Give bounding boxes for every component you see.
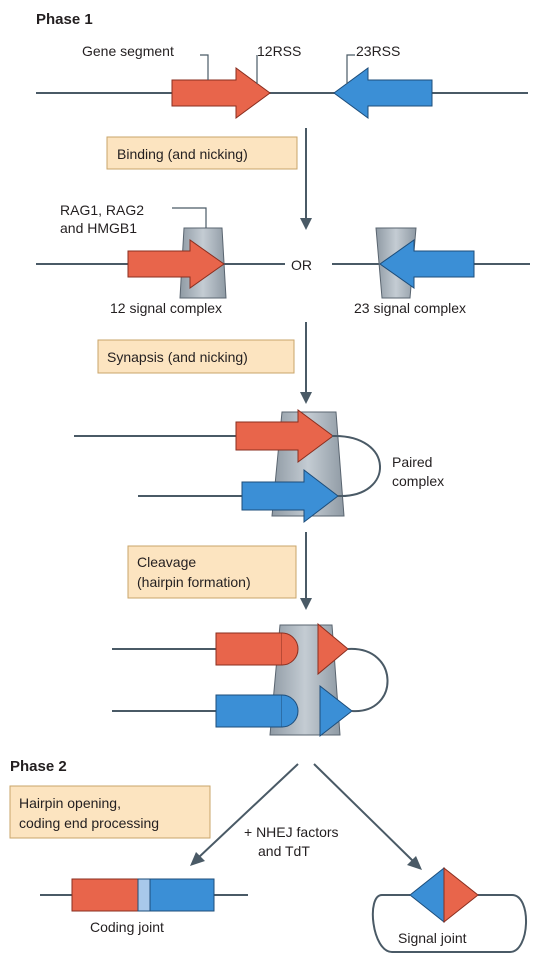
rss12-label: 12RSS — [257, 43, 301, 59]
or-label: OR — [291, 257, 312, 273]
coding-joint-red — [71, 878, 139, 912]
signal-joint-blue — [409, 866, 445, 924]
phase2-title: Phase 2 — [10, 758, 67, 775]
step-box-synapsis — [97, 339, 295, 374]
signal-joint — [371, 866, 527, 953]
step-binding-label: Binding (and nicking) — [117, 146, 248, 162]
coding-joint-insert — [137, 878, 151, 912]
coding-end-blue — [215, 694, 283, 728]
signal-complex-12-label: 12 signal complex — [110, 300, 222, 316]
signal-joint-red — [443, 866, 479, 924]
rss23-arrow-23 — [379, 239, 475, 289]
coding-joint-blue — [149, 878, 215, 912]
signal-complex-12 — [36, 207, 285, 299]
step-hairpin-line1: Hairpin opening, — [19, 795, 121, 811]
hairpin-complex — [112, 622, 389, 738]
paired-label-line2: complex — [392, 473, 444, 489]
initial-dna-strand — [36, 54, 528, 119]
paired-label-line1: Paired — [392, 454, 432, 470]
step-box-cleavage — [127, 545, 297, 599]
coding-end-red — [215, 632, 283, 666]
step-cleavage-line2: (hairpin formation) — [137, 574, 251, 590]
step-synapsis-label: Synapsis (and nicking) — [107, 349, 248, 365]
signal-complex-23-label: 23 signal complex — [354, 300, 466, 316]
rss23-arrow — [333, 67, 433, 119]
rss23-label: 23RSS — [356, 43, 400, 59]
gene-segment-label: Gene segment — [82, 43, 174, 59]
gene-segment-arrow-paired — [235, 409, 334, 463]
signal-end-blue — [319, 684, 353, 738]
gene-segment-arrow — [171, 67, 271, 119]
coding-joint — [40, 878, 248, 912]
nhej-label-line1: + NHEJ factors — [244, 824, 339, 840]
coding-joint-label: Coding joint — [90, 919, 164, 935]
rag-label-line2: and HMGB1 — [60, 220, 137, 236]
signal-complex-23 — [332, 227, 530, 299]
hairpin-blue — [281, 694, 299, 728]
rag-label-line1: RAG1, RAG2 — [60, 202, 144, 218]
step-box-binding — [106, 136, 298, 170]
phase1-title: Phase 1 — [36, 11, 93, 28]
step-box-hairpin-opening — [9, 785, 211, 839]
step-hairpin-line2: coding end processing — [19, 815, 159, 831]
paired-complex — [74, 409, 381, 524]
rss23-arrow-paired — [241, 468, 339, 524]
gene-segment-arrow-12 — [127, 239, 225, 289]
nhej-label-line2: and TdT — [258, 843, 310, 859]
signal-end-red — [317, 622, 349, 676]
signal-joint-label: Signal joint — [398, 930, 467, 946]
hairpin-red — [281, 632, 299, 666]
step-cleavage-line1: Cleavage — [137, 554, 196, 570]
